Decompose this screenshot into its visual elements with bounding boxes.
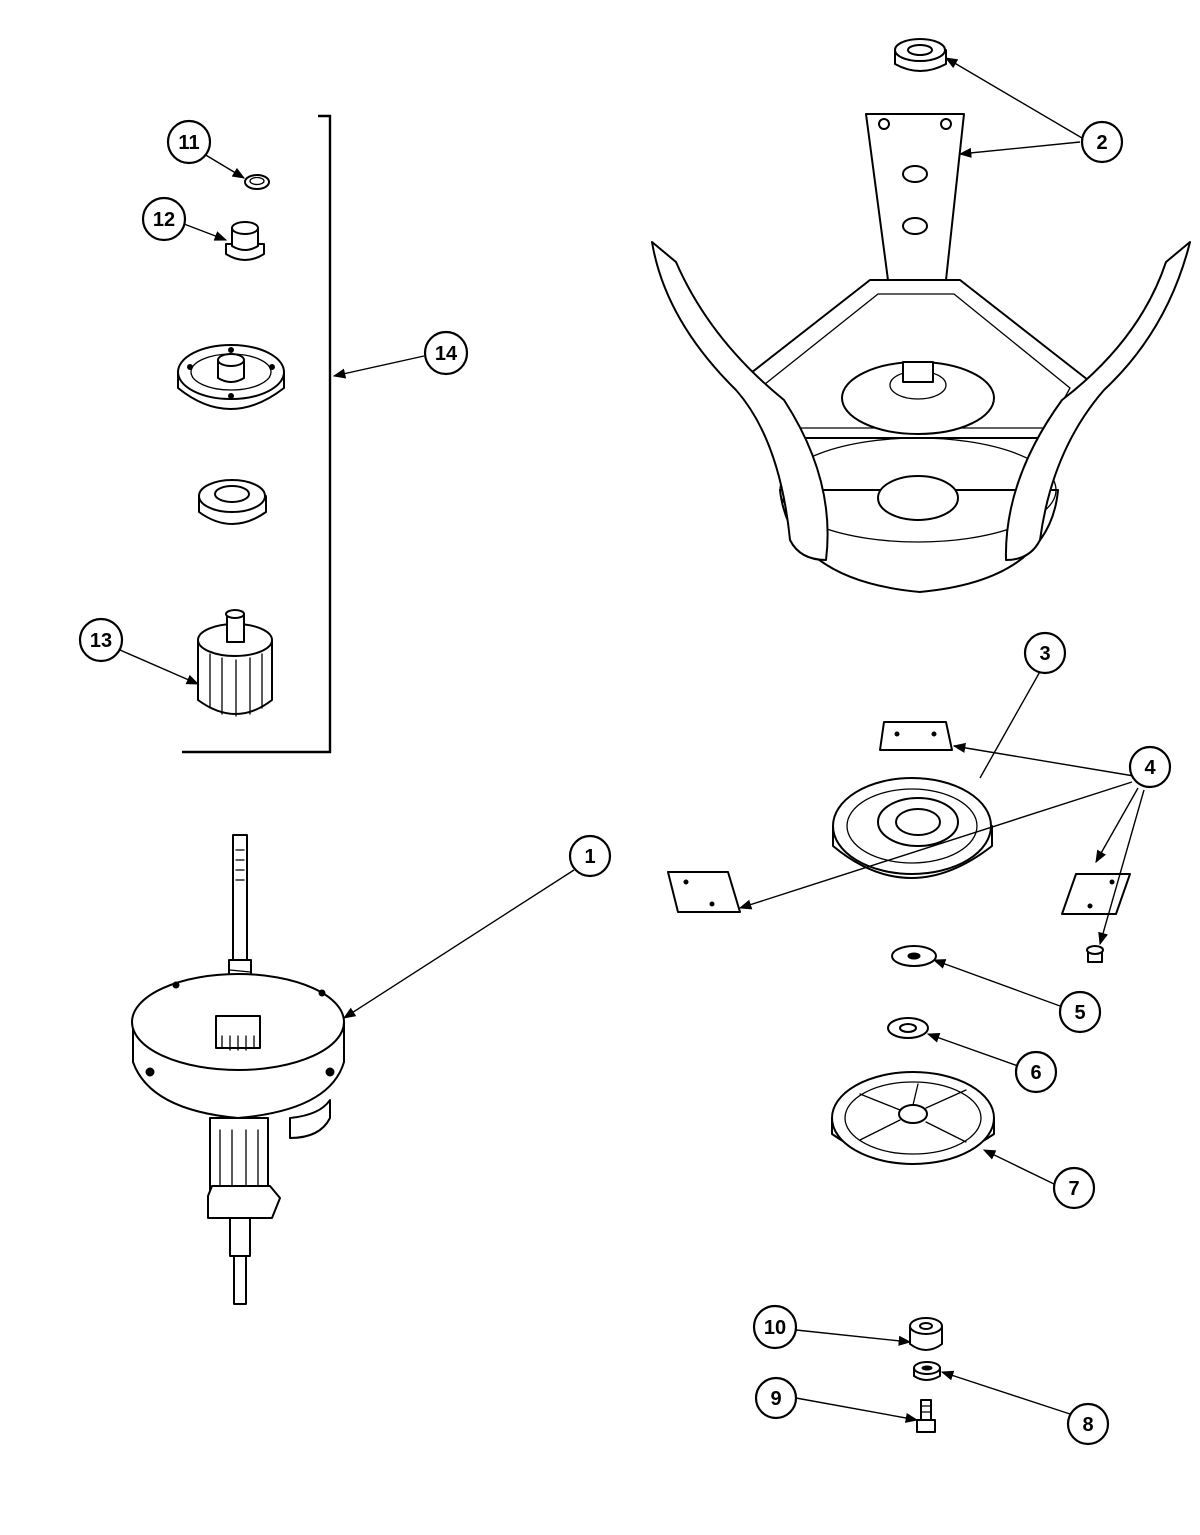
callout-label: 2 xyxy=(1096,132,1107,154)
callout-6: 6 xyxy=(1014,1050,1058,1094)
part-ring-11 xyxy=(244,174,270,190)
part-bearing-2 xyxy=(894,38,947,72)
leader-7 xyxy=(982,1149,1055,1185)
part-seal xyxy=(198,479,267,525)
kit-bracket xyxy=(182,114,332,754)
leader-lines xyxy=(119,57,1145,1423)
part-flange-plate xyxy=(177,344,285,410)
callout-5: 5 xyxy=(1058,990,1102,1034)
part-pad-4-top xyxy=(879,721,953,751)
leader-8 xyxy=(940,1370,1071,1415)
leader-11 xyxy=(203,153,246,179)
callout-label: 7 xyxy=(1068,1178,1079,1200)
part-bushing-12 xyxy=(225,221,265,261)
part-screw-4 xyxy=(1086,945,1104,963)
part-pad-4-right xyxy=(1061,873,1131,915)
callout-7: 7 xyxy=(1052,1166,1096,1210)
callout-3: 3 xyxy=(1023,631,1067,675)
part-pulley-3 xyxy=(832,777,993,879)
callout-4: 4 xyxy=(1128,745,1172,789)
callout-12: 12 xyxy=(141,196,187,242)
leader-13 xyxy=(119,649,200,685)
part-base-frame-2 xyxy=(651,113,1191,593)
leader-4b xyxy=(738,781,1133,910)
callout-label: 5 xyxy=(1074,1002,1085,1024)
part-washer-5 xyxy=(891,945,937,967)
callout-label: 14 xyxy=(435,343,458,365)
callout-label: 10 xyxy=(764,1317,786,1339)
leader-4c xyxy=(1095,787,1139,864)
part-bolt-9 xyxy=(916,1399,936,1433)
callout-14: 14 xyxy=(423,330,469,376)
part-washer-6 xyxy=(887,1017,929,1039)
leader-3 xyxy=(979,667,1043,779)
callout-8: 8 xyxy=(1066,1402,1110,1446)
callout-label: 9 xyxy=(770,1388,781,1410)
leader-6 xyxy=(926,1033,1019,1067)
part-pulley-7 xyxy=(831,1071,995,1165)
callout-label: 1 xyxy=(584,846,595,868)
leader-5 xyxy=(932,959,1061,1007)
part-coupling-13 xyxy=(197,609,273,717)
callout-label: 11 xyxy=(178,132,199,154)
callout-1: 1 xyxy=(568,834,612,878)
callout-10: 10 xyxy=(752,1304,798,1350)
callout-label: 8 xyxy=(1082,1414,1093,1436)
callout-label: 4 xyxy=(1144,757,1156,779)
leader-1 xyxy=(342,869,575,1019)
leader-2a xyxy=(944,57,1083,139)
part-washer-8 xyxy=(913,1361,941,1381)
callout-13: 13 xyxy=(78,617,124,663)
callout-label: 13 xyxy=(90,630,112,652)
leader-10 xyxy=(795,1329,912,1346)
leader-14 xyxy=(332,355,425,379)
part-nut-10 xyxy=(909,1317,943,1351)
part-pad-4-left xyxy=(667,871,741,913)
callout-9: 9 xyxy=(754,1376,798,1420)
callout-2: 2 xyxy=(1080,120,1124,164)
part-transmission-1 xyxy=(131,834,345,1305)
leader-12 xyxy=(183,223,228,241)
leader-9 xyxy=(795,1397,919,1423)
callout-label: 12 xyxy=(153,209,175,231)
callout-11: 11 xyxy=(166,119,212,165)
leader-4a xyxy=(952,742,1135,777)
callout-label: 6 xyxy=(1030,1062,1041,1084)
callout-label: 3 xyxy=(1039,643,1050,665)
leader-2b xyxy=(958,141,1081,158)
leader-4d xyxy=(1098,789,1145,946)
